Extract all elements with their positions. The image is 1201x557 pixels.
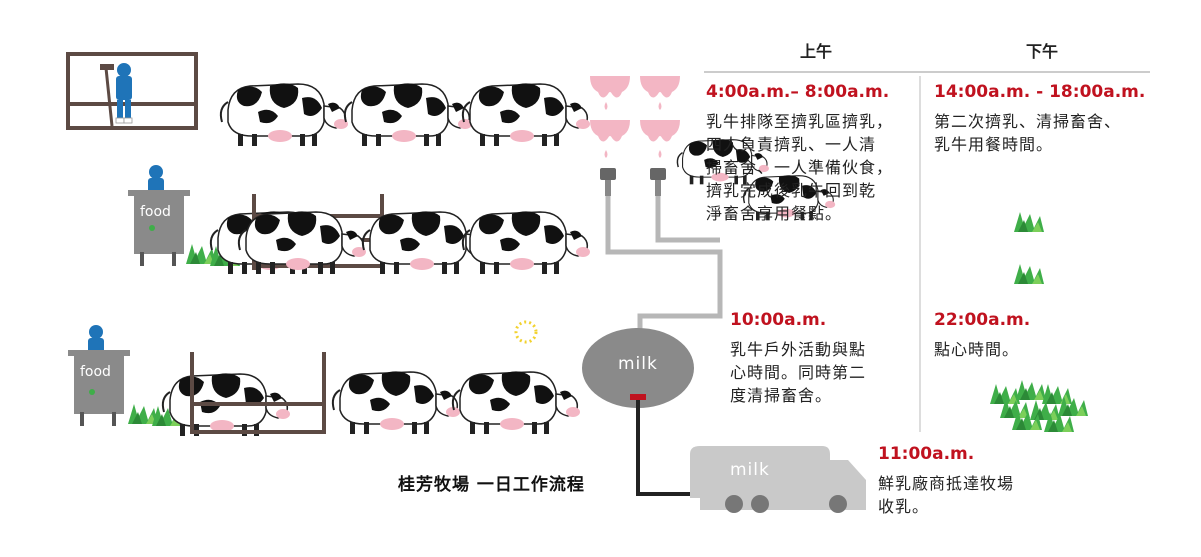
grass-afternoon-2 xyxy=(1014,264,1044,284)
cow-row3-3 xyxy=(451,370,581,435)
food-cart-2-label: food xyxy=(80,364,111,380)
milk-tank-icon xyxy=(582,328,694,408)
event-desc-1: 乳牛排隊至擠乳區擠乳， 四人負責擠乳、一人清 掃畜舍、一人準備伙食， 擠乳完成後… xyxy=(706,112,894,223)
event-desc-4: 第二次擠乳、清掃畜舍、 乳牛用餐時間。 xyxy=(934,112,1122,154)
column-header-afternoon: 下午 xyxy=(1026,42,1059,61)
column-header-morning: 上午 xyxy=(800,42,833,61)
cow-row1-2 xyxy=(343,82,473,147)
tank-label: milk xyxy=(618,354,658,374)
food-cart-1 xyxy=(128,164,190,266)
event-time-1: 4:00a.m.– 8:00a.m. xyxy=(706,82,890,102)
sun-icon xyxy=(514,320,538,344)
event-time-4: 14:00a.m. - 18:00a.m. xyxy=(934,82,1146,102)
night-snack-grass xyxy=(990,380,1088,432)
event-desc-3: 鮮乳廠商抵達牧場 收乳。 xyxy=(878,474,1015,516)
food-cart-2 xyxy=(68,324,130,426)
milking-shed xyxy=(66,52,198,130)
milking-cups-icon xyxy=(600,168,666,196)
tank-to-truck-pipe xyxy=(636,400,700,496)
event-time-3: 11:00a.m. xyxy=(878,444,975,464)
event-desc-5: 點心時間。 xyxy=(934,340,1020,359)
milk-pipe xyxy=(605,196,723,334)
milk-truck-icon xyxy=(690,446,866,513)
diagram-title: 桂芳牧場 一日工作流程 xyxy=(398,475,585,495)
cow-row1-1 xyxy=(219,82,349,147)
grass-afternoon-1 xyxy=(1014,212,1044,232)
event-time-2: 10:00a.m. xyxy=(730,310,827,330)
cow-row2-4 xyxy=(461,210,591,275)
pen-fence-row3 xyxy=(190,352,326,434)
cow-row3-2 xyxy=(331,370,461,435)
udder-icons xyxy=(590,76,680,158)
food-cart-1-label: food xyxy=(140,204,171,220)
cow-row1-3 xyxy=(461,82,591,147)
truck-label: milk xyxy=(730,460,770,480)
event-time-5: 22:00a.m. xyxy=(934,310,1031,330)
event-desc-2: 乳牛戶外活動與點 心時間。同時第二 度清掃畜舍。 xyxy=(730,340,867,405)
